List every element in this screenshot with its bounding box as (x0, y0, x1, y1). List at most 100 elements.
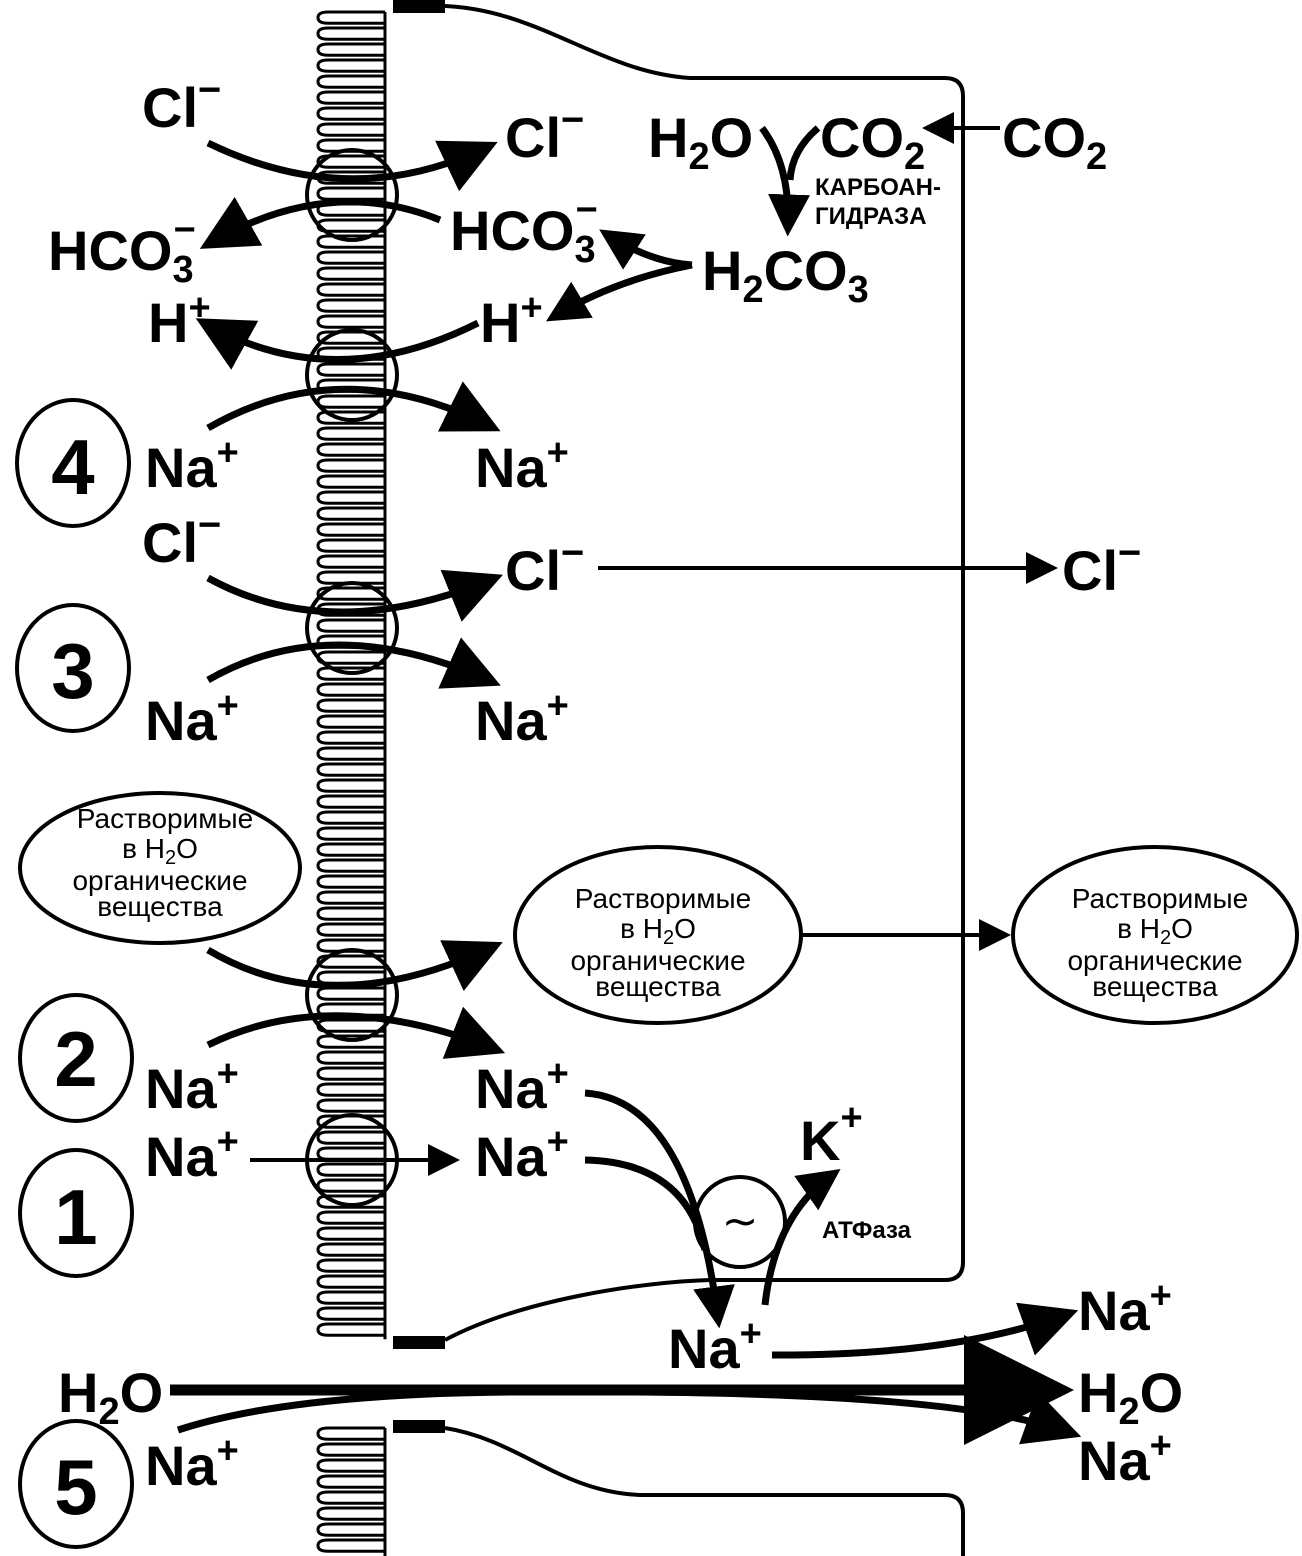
microvillus (316, 42, 385, 57)
mechanism-3: 3 (51, 627, 94, 715)
microvillus (316, 314, 385, 329)
ion-na-interstitial-5: Na+ (1078, 1425, 1172, 1492)
brush-border-lower (316, 1426, 387, 1556)
svg-text:в H2O: в H2O (1117, 913, 1193, 949)
arrow-cl-in-top (206, 139, 498, 192)
microvillus (316, 266, 385, 281)
arrow-h2co3-to-h (545, 261, 693, 322)
microvillus (316, 426, 385, 441)
microvillus (316, 394, 385, 409)
ion-labels: Cl− Cl− H2O CO2 CO2 КАРБОАН- ГИДРАЗА HCO… (48, 68, 1183, 1497)
microvillus (316, 1162, 385, 1177)
organic-cell: Растворимые в H2O органические вещества (513, 845, 803, 1025)
junction-lower (393, 1420, 445, 1433)
svg-text:вещества: вещества (97, 891, 223, 922)
ion-na-lumen-3: Na+ (145, 685, 239, 752)
junction-bottom (393, 1336, 445, 1349)
microvillus (316, 1098, 385, 1113)
microvillus (316, 362, 385, 377)
microvillus (316, 874, 385, 889)
microvillus (316, 1426, 385, 1441)
microvillus (316, 538, 385, 553)
svg-text:органические: органические (72, 865, 247, 896)
arrow-na4-in (206, 381, 501, 432)
organic-blood: Растворимые в H2O органические вещества (1011, 845, 1299, 1025)
microvillus (316, 554, 385, 569)
microvillus (316, 570, 385, 585)
microvillus (316, 282, 385, 297)
atpase-pump (693, 1175, 787, 1269)
carrier-cl-hco3 (305, 148, 399, 242)
ion-na-cell-3: Na+ (475, 685, 569, 752)
microvillus (316, 666, 385, 681)
microvillus (316, 1522, 385, 1537)
microvillus (316, 746, 385, 761)
ion-na-cell-2: Na+ (475, 1053, 569, 1120)
mechanism-labels: 4 3 2 1 5 (15, 398, 134, 1549)
ion-na-lumen-4: Na+ (145, 432, 239, 499)
arrow-carbonic-anhydrase (759, 125, 811, 237)
microvillus (316, 714, 385, 729)
microvillus (316, 474, 385, 489)
ion-co2-cell: CO2 (820, 106, 925, 178)
svg-text:в H2O: в H2O (122, 833, 198, 869)
carrier-na-organic (305, 948, 399, 1042)
microvillus (316, 810, 385, 825)
ion-na-lumen-2: Na+ (145, 1053, 239, 1120)
microvillus (316, 1506, 385, 1521)
microvillus (316, 1034, 385, 1049)
microvillus (316, 954, 385, 969)
microvillus (316, 1274, 385, 1289)
arrow-organic-in (206, 940, 503, 992)
carbonic-anhydrase-label-2: ГИДРАЗА (815, 203, 927, 230)
microvillus (316, 490, 385, 505)
ion-na-pump-out: Na+ (668, 1313, 762, 1380)
microvillus (316, 1178, 385, 1193)
ion-h2o-cell: H2O (648, 106, 753, 178)
svg-text:вещества: вещества (1092, 971, 1218, 1002)
lower-cell (393, 1420, 965, 1556)
ion-cl-lumen-3: Cl− (142, 503, 221, 574)
microvillus (316, 522, 385, 537)
microvillus (316, 218, 385, 233)
carbonic-anhydrase-label-1: КАРБОАН- (815, 174, 941, 201)
microvillus (316, 794, 385, 809)
microvillus (316, 1130, 385, 1145)
microvillus (316, 1538, 385, 1553)
microvillus (316, 858, 385, 873)
ion-k: K+ (800, 1097, 863, 1172)
microvillus (316, 906, 385, 921)
microvillus (316, 778, 385, 793)
microvillus (316, 1258, 385, 1273)
microvillus (316, 922, 385, 937)
arrow-cl3-in (206, 569, 503, 622)
microvillus (316, 458, 385, 473)
mechanism-4: 4 (51, 423, 94, 511)
junction-top (393, 0, 445, 13)
ion-na-cell-1: Na+ (475, 1121, 569, 1188)
microvillus (316, 154, 385, 169)
microvillus (316, 90, 385, 105)
ion-na-lumen-1: Na+ (145, 1121, 239, 1188)
arrow-na-to-pump-a (584, 1089, 735, 1329)
carriers (305, 148, 399, 1207)
microvillus (316, 1146, 385, 1161)
microvillus (316, 1066, 385, 1081)
ion-hco3-lumen: HCO3− (48, 209, 196, 291)
arrow-k-in (761, 1168, 841, 1306)
svg-text:Растворимые: Растворимые (77, 803, 253, 834)
organic-lumen: Растворимые в H2O органические вещества (18, 791, 302, 945)
ion-h2o-lumen-5: H2O (58, 1361, 163, 1433)
microvillus (316, 618, 385, 633)
microvillus (316, 1474, 385, 1489)
microvillus (316, 74, 385, 89)
microvillus (316, 682, 385, 697)
ion-na-interstitial: Na+ (1078, 1275, 1172, 1342)
microvillus (316, 762, 385, 777)
microvillus (316, 106, 385, 121)
arrow-na-out-basolateral (771, 1302, 1079, 1359)
microvillus (316, 730, 385, 745)
microvillus (316, 1050, 385, 1065)
microvillus (316, 1490, 385, 1505)
